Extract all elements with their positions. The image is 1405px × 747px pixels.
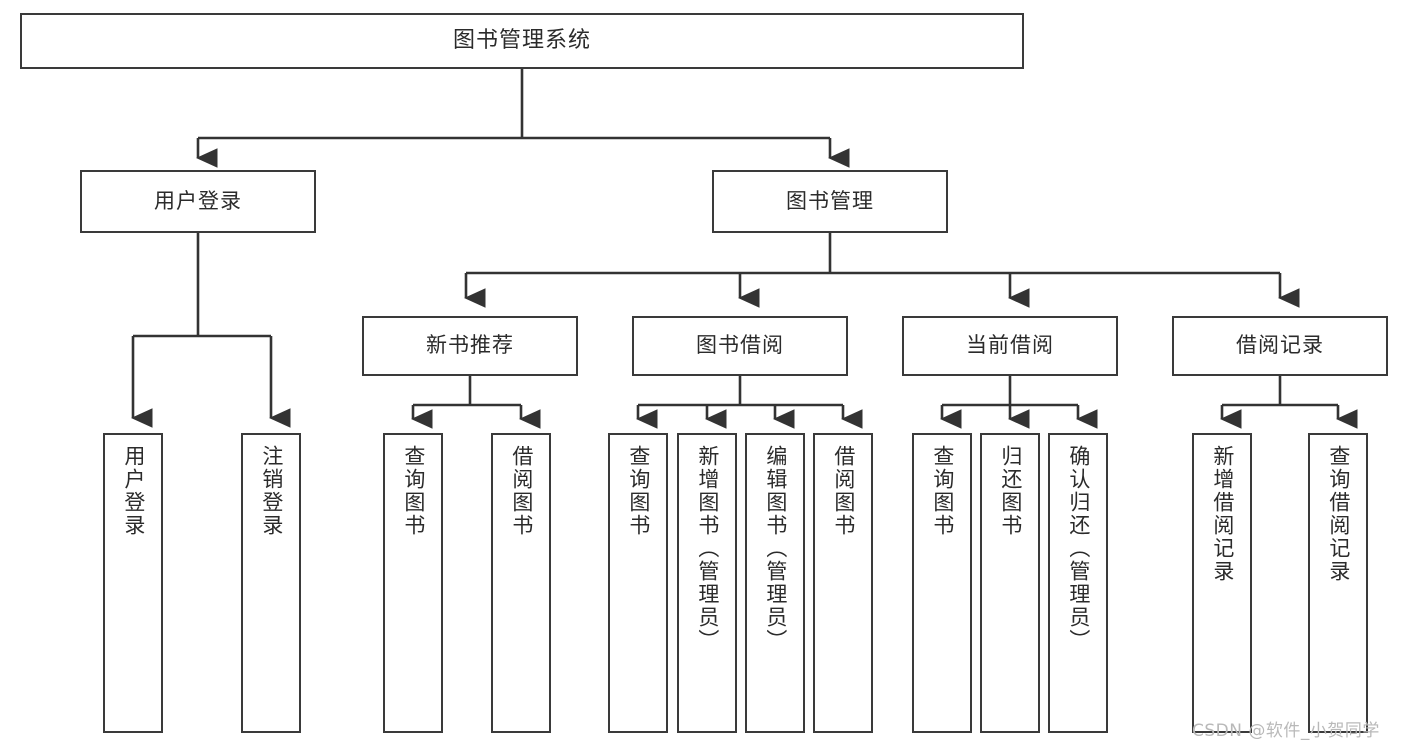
node-label: 新增图书（管理员） (695, 445, 720, 652)
node-label: 新增借阅记录 (1210, 445, 1235, 583)
node-label: 查询图书 (401, 445, 426, 537)
node-label: 查询图书 (930, 445, 955, 537)
node-leaf-query-book-3[interactable]: 查询图书 (912, 433, 972, 733)
node-book-borrow[interactable]: 图书借阅 (632, 316, 848, 376)
node-leaf-confirm-return[interactable]: 确认归还（管理员） (1048, 433, 1108, 733)
node-label: 查询借阅记录 (1326, 445, 1351, 583)
node-label: 归还图书 (998, 445, 1023, 537)
node-label: 图书管理 (786, 188, 874, 213)
node-leaf-user-login[interactable]: 用户登录 (103, 433, 163, 733)
node-leaf-query-book-2[interactable]: 查询图书 (608, 433, 668, 733)
node-label: 用户登录 (154, 188, 242, 213)
node-leaf-user-logout[interactable]: 注销登录 (241, 433, 301, 733)
node-label: 当前借阅 (966, 333, 1054, 358)
node-user-login[interactable]: 用户登录 (80, 170, 316, 233)
node-leaf-add-book[interactable]: 新增图书（管理员） (677, 433, 737, 733)
node-label: 新书推荐 (426, 333, 514, 358)
node-leaf-add-borrow-record[interactable]: 新增借阅记录 (1192, 433, 1252, 733)
node-book-management[interactable]: 图书管理 (712, 170, 948, 233)
node-new-book-recommend[interactable]: 新书推荐 (362, 316, 578, 376)
node-leaf-query-borrow-record[interactable]: 查询借阅记录 (1308, 433, 1368, 733)
node-label: 借阅图书 (831, 445, 856, 537)
node-label: 借阅记录 (1236, 333, 1324, 358)
node-label: 注销登录 (259, 445, 284, 537)
node-label: 确认归还（管理员） (1066, 445, 1091, 652)
node-leaf-borrow-book-1[interactable]: 借阅图书 (491, 433, 551, 733)
node-root-book-management-system[interactable]: 图书管理系统 (20, 13, 1024, 69)
node-leaf-return-book[interactable]: 归还图书 (980, 433, 1040, 733)
node-label: 用户登录 (121, 445, 146, 537)
node-leaf-edit-book[interactable]: 编辑图书（管理员） (745, 433, 805, 733)
node-label: 编辑图书（管理员） (763, 445, 788, 652)
node-leaf-query-book-1[interactable]: 查询图书 (383, 433, 443, 733)
node-current-borrow[interactable]: 当前借阅 (902, 316, 1118, 376)
node-label: 图书管理系统 (452, 27, 591, 53)
node-label: 图书借阅 (696, 333, 784, 358)
node-label: 查询图书 (626, 445, 651, 537)
node-leaf-borrow-book-2[interactable]: 借阅图书 (813, 433, 873, 733)
node-borrow-record[interactable]: 借阅记录 (1172, 316, 1388, 376)
csdn-watermark: CSDN @软件_小贺同学 (1192, 721, 1380, 741)
node-label: 借阅图书 (509, 445, 534, 537)
